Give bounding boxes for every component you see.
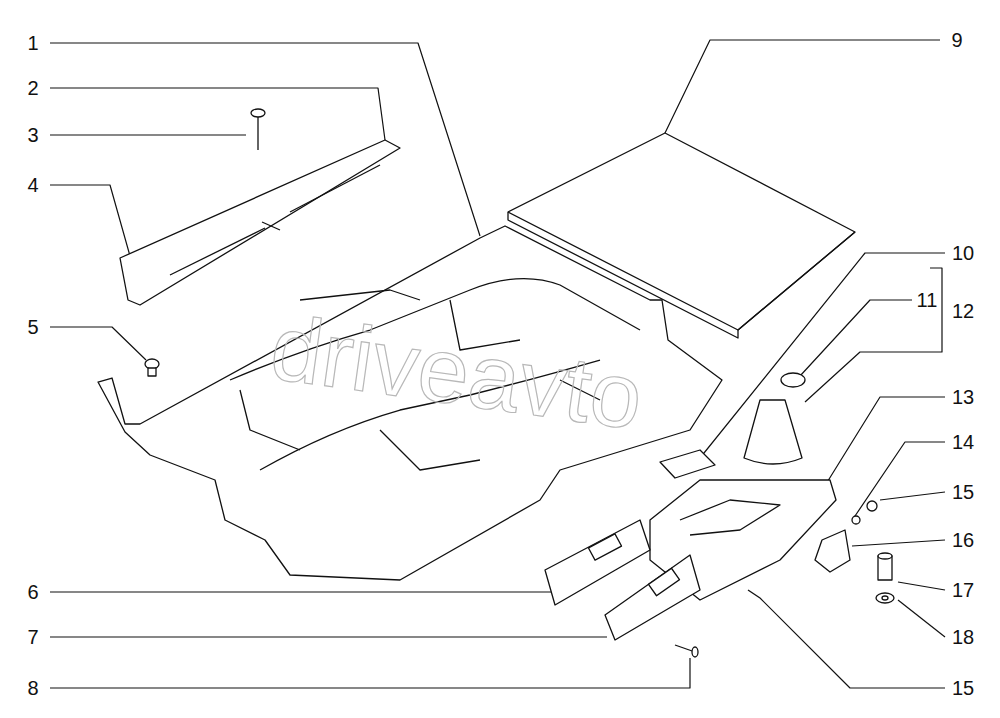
callout-number: 8 bbox=[27, 678, 38, 698]
callout-number: 15 bbox=[952, 482, 974, 502]
leader-line bbox=[800, 300, 912, 376]
leader-line bbox=[898, 600, 945, 637]
sill-slot bbox=[170, 228, 265, 275]
leader-line bbox=[50, 88, 385, 140]
callout-number: 3 bbox=[27, 125, 38, 145]
leader-line bbox=[805, 352, 930, 402]
callout-number: 2 bbox=[27, 78, 38, 98]
bracket bbox=[930, 268, 942, 352]
callout-number: 15 bbox=[952, 678, 974, 698]
callout-number: 9 bbox=[951, 30, 962, 50]
leader-line bbox=[898, 582, 945, 590]
screw bbox=[852, 516, 860, 524]
panel-grille bbox=[588, 534, 621, 560]
callout-number: 5 bbox=[27, 317, 38, 337]
leader-line bbox=[50, 591, 552, 592]
leader-line bbox=[760, 598, 945, 688]
leader-line bbox=[855, 442, 945, 516]
side-panel bbox=[545, 520, 650, 605]
callout-number: 4 bbox=[27, 175, 38, 195]
screw bbox=[748, 590, 760, 598]
leader-line bbox=[880, 492, 945, 500]
sill-trim bbox=[120, 140, 400, 305]
leader-line bbox=[50, 185, 130, 256]
leader-line bbox=[50, 636, 607, 637]
sill-slot bbox=[290, 165, 380, 212]
callout-number: 6 bbox=[27, 582, 38, 602]
leader-line bbox=[50, 327, 146, 360]
screw bbox=[867, 501, 877, 511]
washer bbox=[876, 593, 894, 603]
callout-number: 17 bbox=[952, 580, 974, 600]
callout-number: 10 bbox=[952, 243, 974, 263]
clip bbox=[148, 368, 156, 376]
clamp bbox=[781, 373, 805, 387]
leader-line bbox=[50, 658, 690, 688]
callout-number: 18 bbox=[952, 627, 974, 647]
callout-number: 11 bbox=[917, 290, 938, 310]
side-panel bbox=[605, 555, 700, 640]
gear-boot bbox=[744, 400, 802, 464]
callout-number: 12 bbox=[952, 301, 974, 321]
bolt bbox=[878, 553, 892, 559]
callout-number: 13 bbox=[952, 387, 974, 407]
panel-grille bbox=[649, 568, 680, 596]
sill-joint bbox=[262, 222, 280, 230]
bracket-part bbox=[815, 530, 850, 572]
cover-plate bbox=[660, 450, 715, 478]
screw bbox=[251, 109, 265, 117]
screw bbox=[257, 117, 258, 150]
leader-line bbox=[852, 540, 945, 546]
callout-number: 14 bbox=[952, 432, 974, 452]
console-detail bbox=[680, 500, 780, 535]
bolt bbox=[692, 647, 698, 657]
leader-line bbox=[665, 40, 940, 133]
washer bbox=[882, 596, 888, 600]
callout-number: 1 bbox=[27, 33, 38, 53]
callout-number: 16 bbox=[952, 530, 974, 550]
callout-number: 7 bbox=[27, 627, 38, 647]
leader-line bbox=[50, 134, 246, 135]
